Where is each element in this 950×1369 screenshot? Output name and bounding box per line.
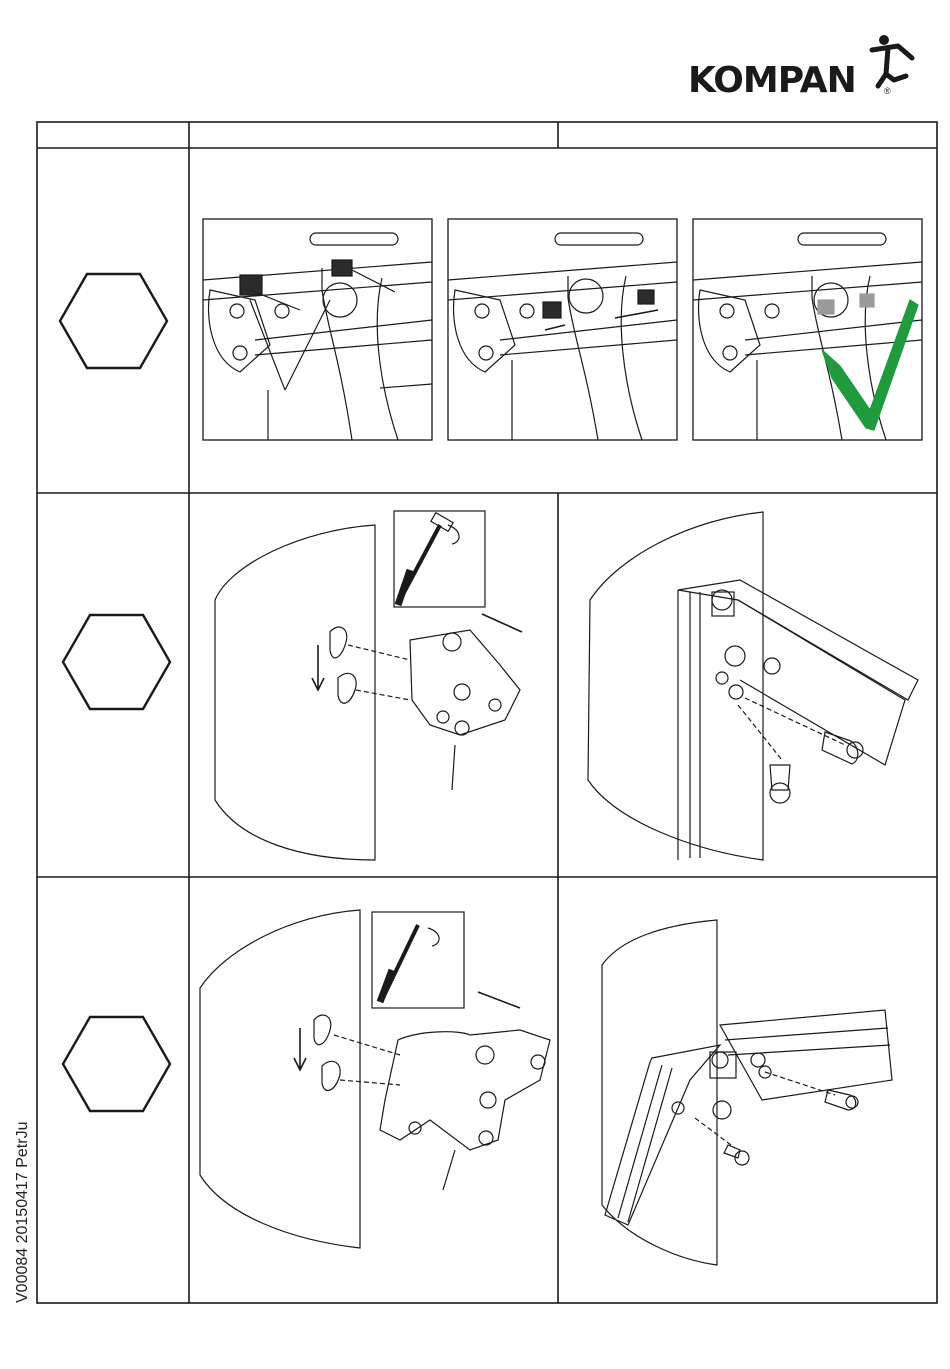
- rail-top: [720, 1010, 892, 1100]
- clamp-half-upper-icon: [314, 1015, 331, 1045]
- row-3-left-panel: [200, 910, 550, 1248]
- table-frame: [37, 122, 937, 1303]
- step-3-hexagon-icon: [63, 1017, 170, 1111]
- row-2-right-panel: [588, 512, 918, 860]
- insert-arrow-icon: [482, 614, 522, 632]
- rail-diagonal: [605, 1045, 720, 1225]
- rotate-arrow-icon: [428, 928, 439, 946]
- bracket-body: [380, 1030, 550, 1150]
- row-2-left-panel: [215, 511, 522, 860]
- clamp-half-upper-icon: [330, 627, 347, 658]
- bracket-body: [410, 630, 520, 735]
- post-outline: [215, 525, 375, 860]
- clip-insert-panel: [203, 219, 432, 440]
- row-3-right-panel: [602, 920, 892, 1265]
- slide-arrow-icon: [545, 310, 658, 330]
- step-2-hexagon-icon: [63, 615, 170, 709]
- step-1-hexagon-icon: [60, 274, 167, 368]
- insert-arrow-icon: [478, 992, 520, 1008]
- post-outline: [588, 512, 763, 860]
- down-arrow-icon: [294, 1028, 306, 1070]
- clip-slide-panel: [448, 219, 677, 440]
- rail-top: [678, 580, 918, 700]
- bolt-icon: [724, 1145, 740, 1158]
- row-1-panels: [203, 219, 922, 440]
- clamp-half-lower-icon: [338, 673, 356, 703]
- down-arrow-icon: [312, 645, 324, 690]
- clip-done-panel: [693, 219, 922, 440]
- post-outline: [200, 910, 360, 1248]
- clamp-half-lower-icon: [322, 1061, 340, 1090]
